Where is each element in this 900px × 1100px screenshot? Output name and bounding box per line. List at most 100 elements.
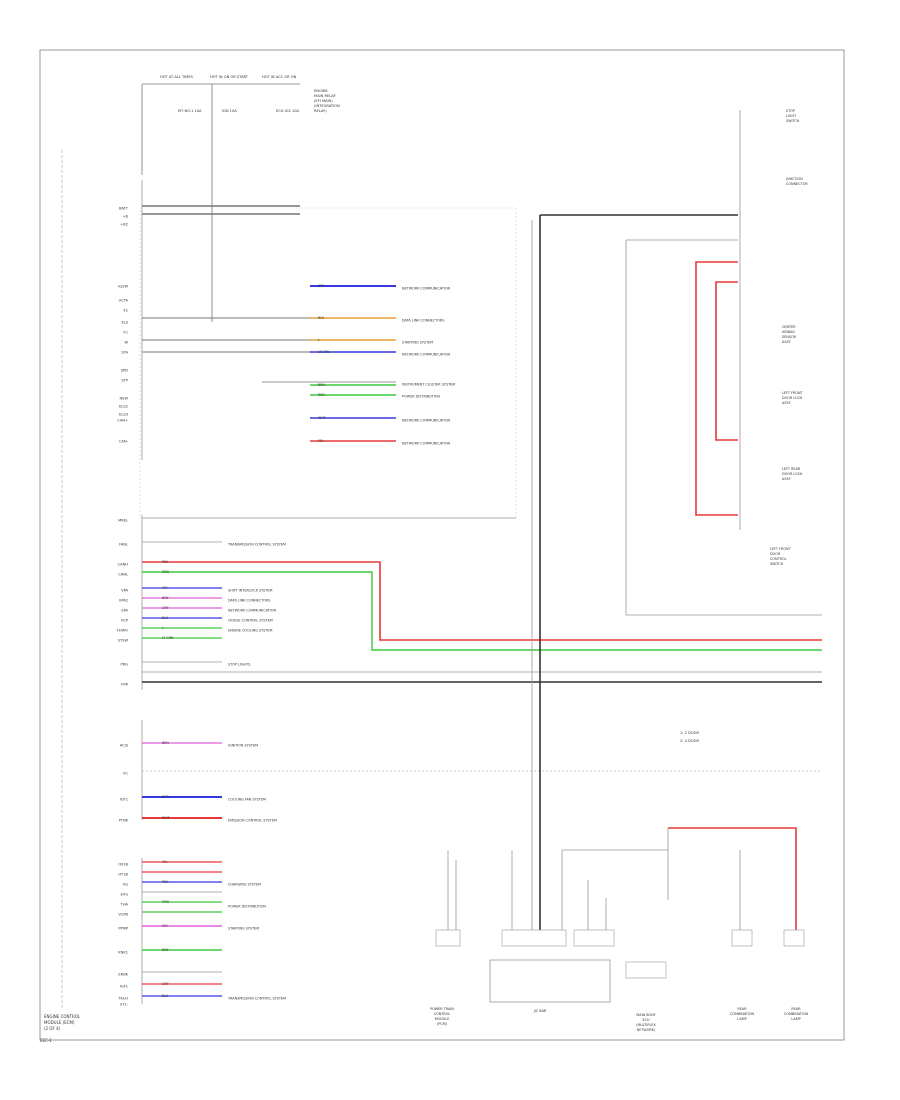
relay-label-line: (INTEGRATION	[314, 104, 340, 108]
system-reference: POWER DISTRIBUTION	[402, 395, 440, 399]
relay-label-line: MAIN RELAY	[314, 94, 336, 98]
pin-label: CANH	[118, 563, 129, 567]
pin-label: STA	[121, 351, 128, 355]
system-reference: DATA LINK CONNECTORS	[402, 319, 444, 323]
system-reference: IGNITION SYSTEM	[228, 744, 258, 748]
diagram-border	[39, 49, 845, 1041]
wire-color-label: WHT	[318, 416, 326, 420]
pin-label: EPA	[121, 609, 128, 613]
ecu-name-line: MODULE (ECM)	[44, 1020, 75, 1025]
pin-label: NSW	[119, 397, 128, 401]
right-red-loop-inner	[715, 281, 738, 441]
pin-label: FPR	[121, 683, 128, 687]
pin-label: HT1B	[118, 873, 128, 877]
bottom-component-label: REAR	[791, 1007, 801, 1011]
pin-label: FANL	[119, 543, 128, 547]
system-reference: NETWORK COMMUNICATION	[402, 353, 450, 357]
ecu-name-line: (2 OF 4)	[44, 1026, 61, 1031]
wire-color-label: B/W	[162, 596, 169, 600]
jc-bar-box	[489, 959, 611, 1003]
system-reference: NETWORK COMMUNICATION	[228, 609, 276, 613]
system-reference: EMISSION CONTROL SYSTEM	[228, 819, 277, 823]
wire-color-label: GRY	[162, 606, 168, 610]
power-source-label: HOT AT ALL TIMES	[160, 75, 194, 79]
wire-canl-green	[142, 571, 822, 651]
system-reference: STARTING SYSTEM	[402, 341, 433, 345]
wire-color-label: VIO	[162, 586, 168, 590]
bottom-component-label: NETWORK)	[637, 1028, 656, 1032]
pin-label: VC	[123, 772, 128, 776]
relay-label-line: ENGINE	[314, 89, 328, 93]
right-component-label: SENSOR	[782, 335, 797, 339]
wire-color-label: LT GRN	[162, 636, 174, 640]
rear-lamp-red-wire	[668, 827, 797, 930]
wire-color-label: PNK	[162, 880, 169, 884]
ecu-name-line: ENGINE CONTROL	[44, 1014, 81, 1019]
system-reference: TRANSMISSION CONTROL SYSTEM	[227, 997, 286, 1001]
relay-label-line: RELAY)	[314, 109, 327, 113]
system-reference: NETWORK COMMUNICATION	[402, 419, 450, 423]
system-reference: INSTRUMENT CLUSTER SYSTEM	[402, 383, 455, 387]
wire-color-label: GRY	[318, 284, 324, 288]
pin-label: THA	[120, 903, 129, 907]
pin-label: SPD	[121, 369, 128, 373]
pin-label: +B2	[120, 223, 128, 227]
pin-label: THWO	[116, 629, 128, 633]
pin-label: KNK1	[118, 951, 128, 955]
pin-label: PTNK	[119, 819, 129, 823]
wire-color-label: ORG	[162, 570, 170, 574]
pin-label: ELS3	[119, 413, 128, 417]
right-component-label: CENTER	[782, 325, 796, 329]
system-reference: NETWORK COMMUNICATION	[402, 442, 450, 446]
system-reference: ENGINE COOLING SYSTEM	[228, 629, 272, 633]
system-reference: TRANSMISSION CONTROL SYSTEM	[227, 543, 286, 547]
bottom-component-label: (PCM)	[437, 1022, 448, 1026]
bottom-component-label: COMBINATION	[730, 1012, 755, 1016]
wire-color-label: YEL	[318, 439, 324, 443]
pin-label: OX1B	[118, 863, 128, 867]
bottom-component-label: LAMP	[737, 1017, 746, 1021]
right-component-labels: STOPLIGHTSWITCHJUNCTIONCONNECTORCENTERAI…	[770, 109, 808, 566]
right-component-label: CONNECTOR	[786, 182, 808, 186]
pin-label: MREL	[118, 519, 128, 523]
ecu-pin-labels: BATT+B+B2IGSWELSFCWSTANSWELS2ELS3CAN+CAN…	[116, 207, 129, 1007]
pcm-connector-pins	[435, 929, 461, 947]
right-component-label: ASSY	[782, 477, 792, 481]
fuse-label: IGN 10A	[222, 109, 237, 113]
wire-color-label: BLK	[318, 316, 325, 320]
right-red-loop-outer	[695, 261, 738, 516]
bottom-component-label: LAMP	[791, 1017, 800, 1021]
pin-label: E1	[123, 309, 128, 313]
right-component-label: LEFT FRONT	[782, 391, 804, 395]
pin-label: VPA	[121, 589, 128, 593]
pin-label: +B	[123, 215, 129, 219]
bottom-component-label: ECU	[643, 1018, 651, 1022]
right-component-label: STOP	[786, 109, 795, 113]
right-component-label: DOOR LOCK	[782, 472, 803, 476]
bottom-component-label: MAIN BODY	[636, 1013, 656, 1017]
pin-label: TACH	[117, 997, 128, 1001]
power-source-label: HOT IN ON OR START	[210, 75, 249, 79]
pin-label: STP	[121, 379, 128, 383]
system-reference: DATA LINK CONNECTORS	[228, 599, 270, 603]
pin-label: STSW	[118, 639, 129, 643]
right-component-label: CONTROL	[770, 557, 787, 561]
bottom-component-label: REAR	[737, 1007, 747, 1011]
right-component-label: AIRBAG	[782, 330, 795, 334]
right-component-label: DOOR LOCK	[782, 396, 803, 400]
fuse-label: ECU-IG2 10A	[276, 109, 300, 113]
pin-label: VG	[123, 883, 128, 887]
wire-canh-red	[142, 561, 822, 641]
system-reference: COOLING FAN SYSTEM	[228, 798, 266, 802]
wire-color-label: RED	[318, 393, 325, 397]
wire-color-label: RED	[162, 795, 169, 799]
fuse-label: EFI NO.1 10A	[178, 109, 202, 113]
wire-color-label: B/W	[162, 948, 169, 952]
wire-color-label: BRN	[162, 741, 169, 745]
pin-label: IGSW	[118, 285, 128, 289]
system-reference: CRUISE CONTROL SYSTEM	[228, 619, 273, 623]
